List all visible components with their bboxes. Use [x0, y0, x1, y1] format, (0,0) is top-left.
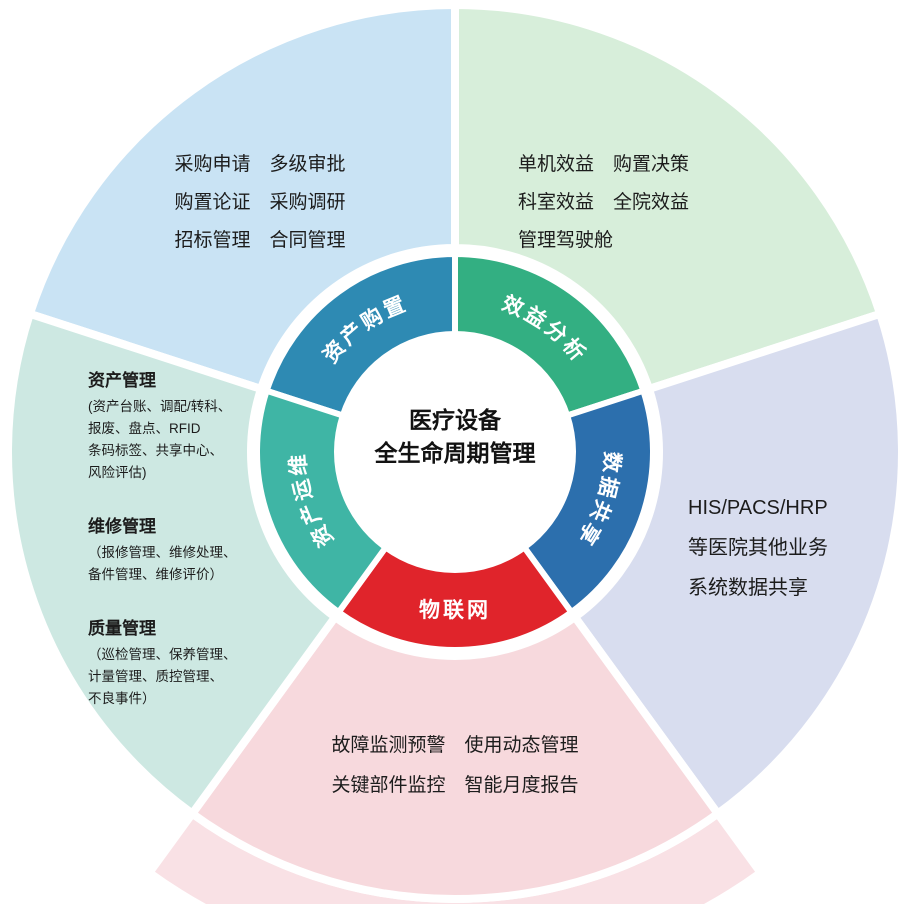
sector-data-sharing [569, 308, 904, 820]
group-detail-line: (资产台账、调配/转科、 [88, 399, 232, 414]
detail-line: 购置论证 采购调研 [174, 192, 346, 213]
detail-line: HIS/PACS/HRP [688, 497, 828, 519]
sector-iot [186, 611, 724, 903]
group-detail-line: （巡检管理、保养管理、 [88, 647, 237, 662]
detail-line: 招标管理 合同管理 [174, 230, 346, 251]
group-detail-line: （报修管理、维修处理、 [88, 545, 237, 560]
detail-line: 系统数据共享 [688, 577, 808, 599]
group-heading: 维修管理 [88, 517, 156, 536]
sector-asset-purchase [24, 0, 459, 394]
sector-asset-operations [4, 308, 341, 820]
sector-details-iot: 故障监测预警 使用动态管理 关键部件监控 智能月度报告 [255, 726, 655, 806]
detail-line: 等医院其他业务 [688, 537, 828, 559]
group-detail-line: 备件管理、维修评价） [88, 567, 223, 582]
group-detail-line: 不良事件） [88, 691, 156, 706]
sector-details-asset-purchase: 采购申请 多级审批 购置论证 采购调研 招标管理 合同管理 [140, 146, 380, 260]
group-heading: 资产管理 [88, 371, 156, 390]
sector-details-asset-operations: 资产管理 (资产台账、调配/转科、 报废、盘点、RFID 条码标签、共享中心、 … [88, 368, 298, 740]
ring-label-iot: 物联网 [419, 598, 491, 622]
detail-line: 关键部件监控 智能月度报告 [331, 775, 579, 796]
ring-data-sharing [520, 387, 656, 617]
detail-line: 单机效益 购置决策 [518, 154, 690, 175]
ring-asset-operations [254, 387, 390, 617]
sector-details-benefit-analysis: 单机效益 购置决策 科室效益 全院效益 管理驾驶舱 [518, 146, 788, 260]
group-heading: 质量管理 [88, 619, 156, 638]
group-detail-line: 计量管理、质控管理、 [88, 669, 223, 684]
ops-group-quality-management: 质量管理 （巡检管理、保养管理、 计量管理、质控管理、 不良事件） [88, 616, 298, 710]
group-detail-line: 报废、盘点、RFID [88, 421, 201, 436]
detail-line: 故障监测预警 使用动态管理 [331, 735, 579, 756]
group-detail-line: 条码标签、共享中心、 [88, 443, 223, 458]
detail-line: 管理驾驶舱 [518, 230, 614, 251]
ops-group-maintenance-management: 维修管理 （报修管理、维修处理、 备件管理、维修评价） [88, 514, 298, 586]
ring-benefit-analysis [452, 250, 648, 420]
ops-group-asset-management: 资产管理 (资产台账、调配/转科、 报废、盘点、RFID 条码标签、共享中心、 … [88, 368, 298, 484]
detail-line: 采购申请 多级审批 [174, 154, 346, 175]
center-title-line1: 医疗设备 [409, 407, 501, 433]
detail-line: 科室效益 全院效益 [518, 192, 690, 213]
ring-asset-purchase [262, 250, 458, 420]
sector-benefit-analysis [451, 0, 886, 394]
group-detail-line: 风险评估) [88, 465, 147, 480]
center-hub [339, 336, 571, 568]
center-title: 医疗设备 全生命周期管理 [330, 404, 580, 470]
center-title-line2: 全生命周期管理 [374, 440, 536, 466]
sector-details-data-sharing: HIS/PACS/HRP 等医院其他业务 系统数据共享 [688, 488, 904, 608]
ring-iot [334, 543, 576, 654]
